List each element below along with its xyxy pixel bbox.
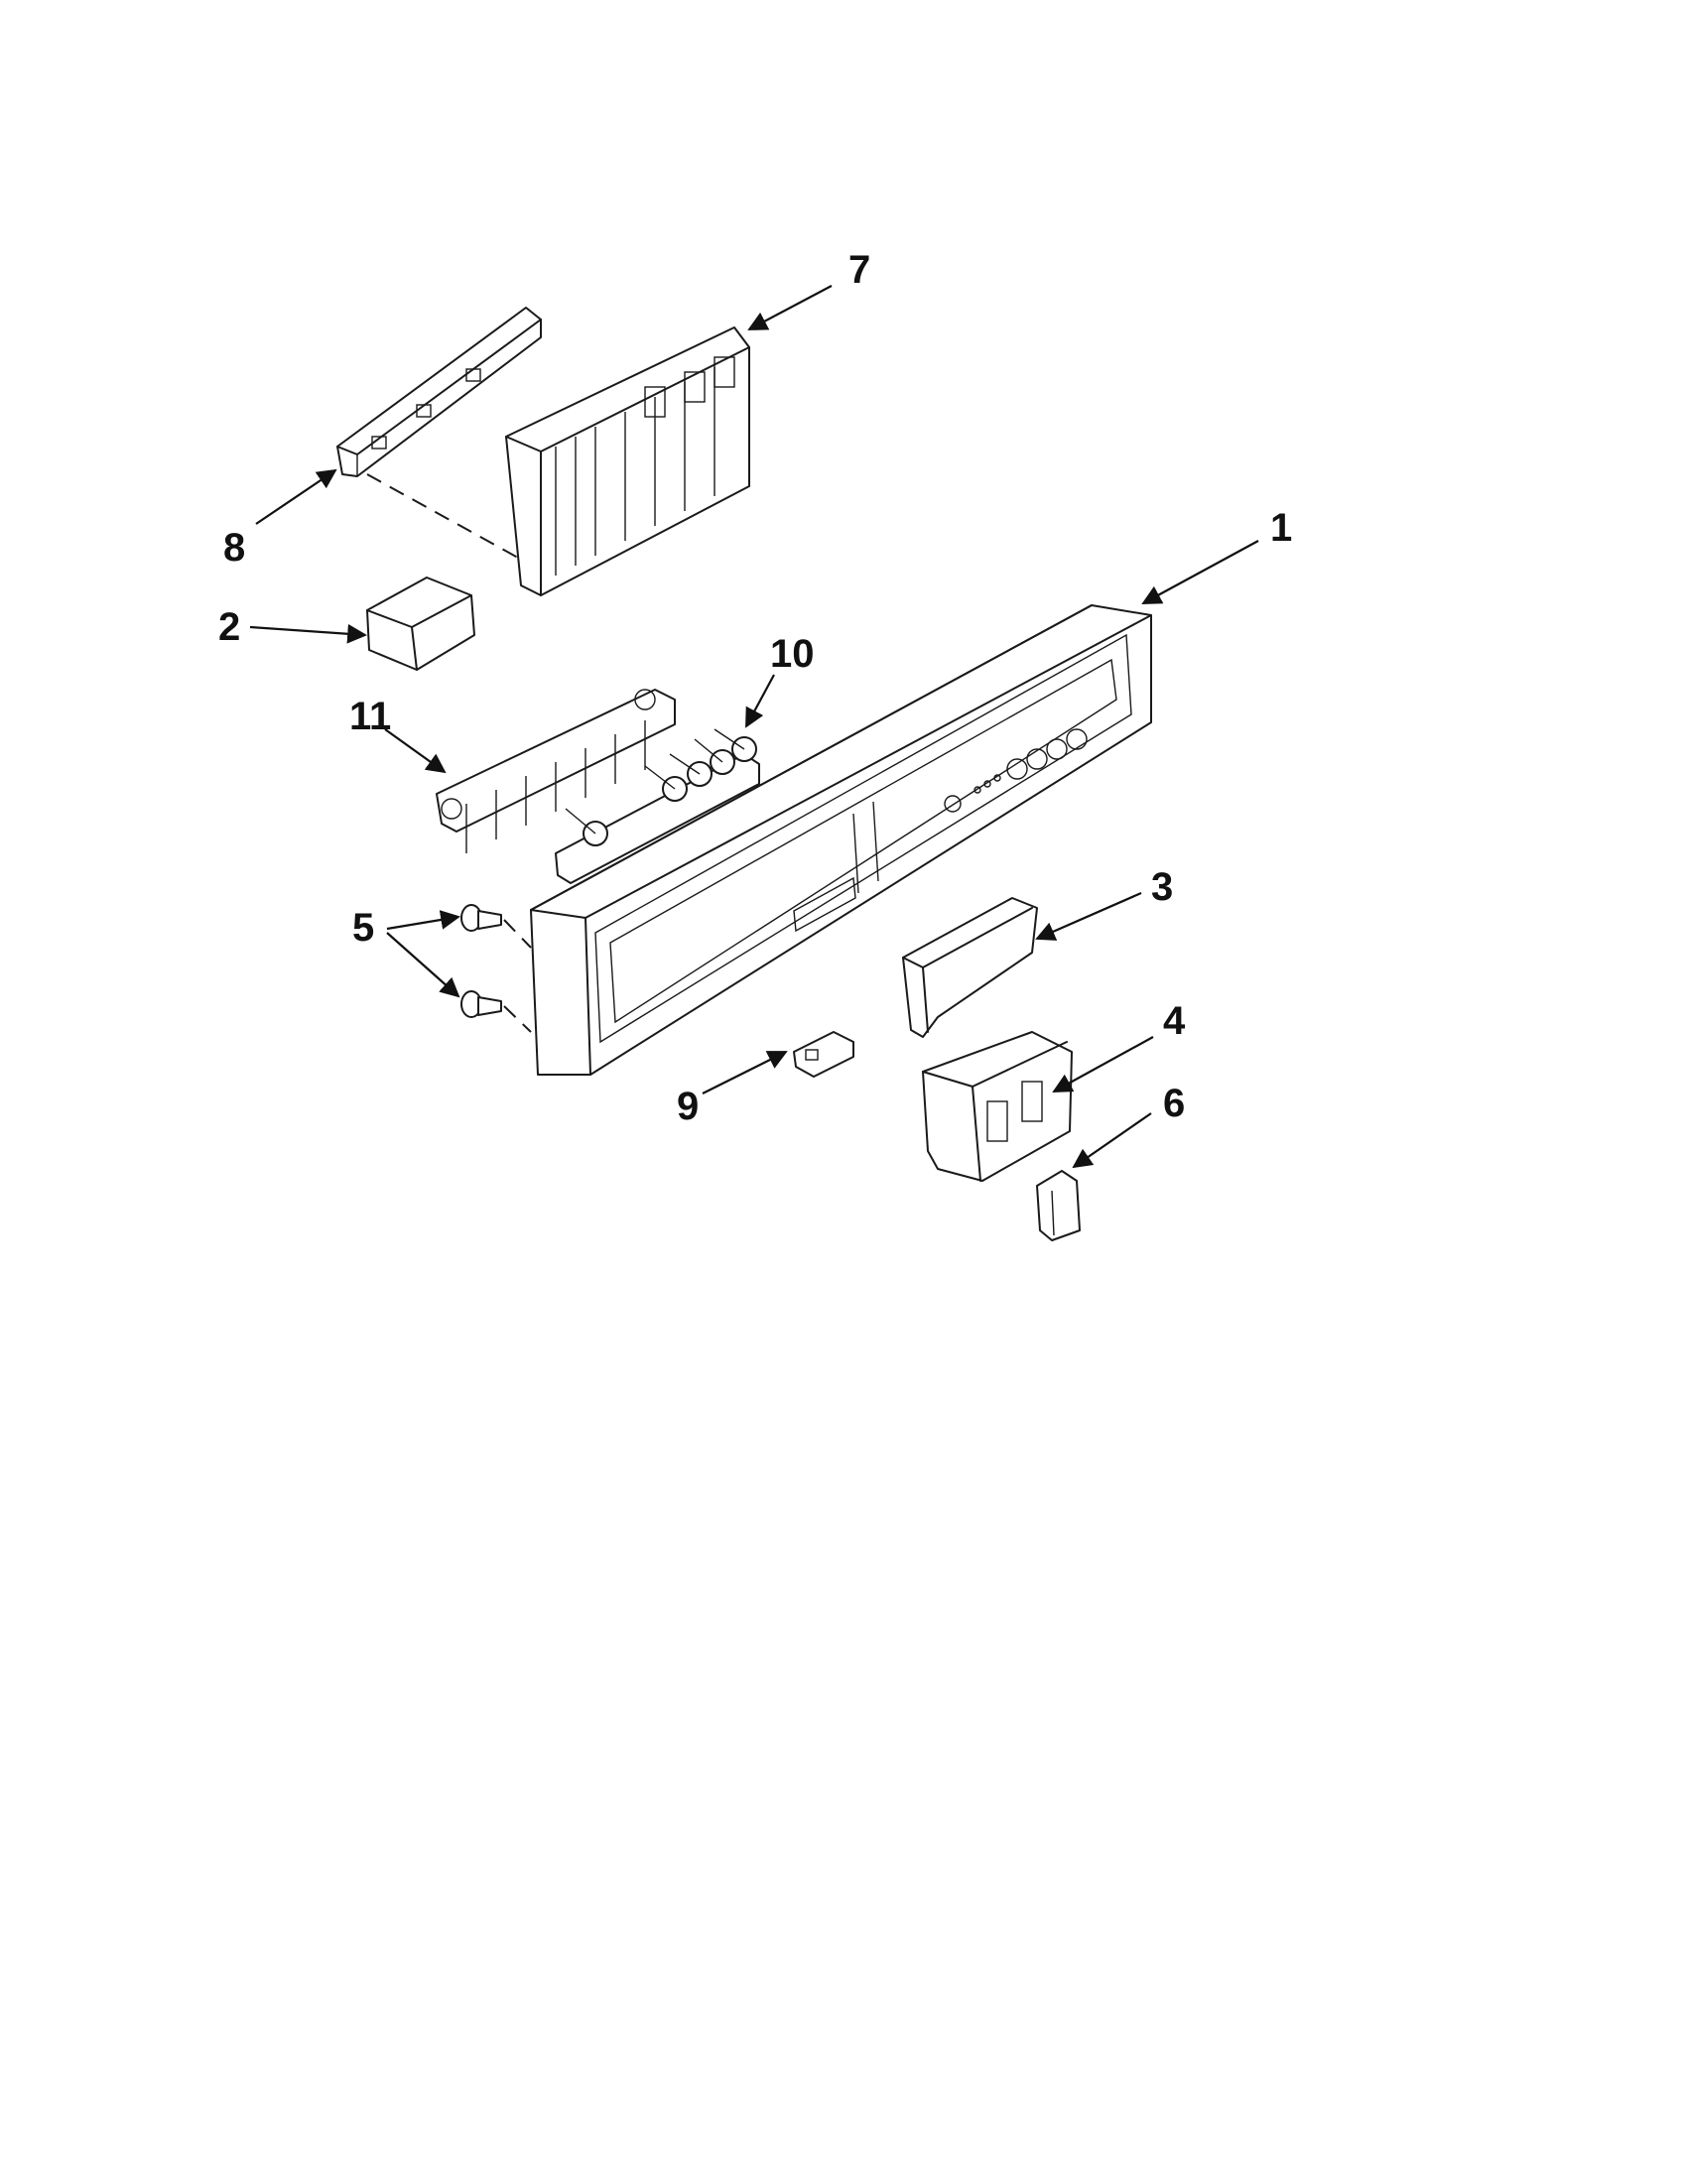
leader-3 xyxy=(1035,891,1142,941)
callout-10: 10 xyxy=(770,632,815,676)
leader-7 xyxy=(747,285,833,330)
callout-6: 6 xyxy=(1163,1082,1185,1125)
leader-11 xyxy=(384,728,447,774)
part-11-actuator-rail xyxy=(436,689,676,853)
callout-11: 11 xyxy=(349,695,391,738)
callout-5: 5 xyxy=(352,906,374,950)
part-5-screws xyxy=(460,904,532,1033)
part-6-strike xyxy=(1036,1170,1081,1241)
part-7-control-board xyxy=(505,326,750,596)
leader-2 xyxy=(249,623,367,644)
panel-buttons xyxy=(944,728,1088,813)
leader-1 xyxy=(1141,540,1259,604)
callout-2: 2 xyxy=(218,605,240,649)
leader-6 xyxy=(1072,1112,1152,1169)
part-8-connector-strip xyxy=(336,307,542,477)
part-3-handle-bracket xyxy=(902,897,1038,1038)
part-2-bracket xyxy=(366,577,475,671)
leader-lines xyxy=(249,285,1259,1169)
screw-upper xyxy=(460,904,502,932)
assembly-line-8-7 xyxy=(366,473,519,559)
callout-labels: 1 2 3 4 5 6 7 8 9 10 11 xyxy=(218,248,1292,1128)
part-1-console-panel xyxy=(530,604,1152,1076)
callout-8: 8 xyxy=(223,526,245,570)
part-9-switch xyxy=(793,1031,854,1078)
screw-lower xyxy=(460,990,502,1018)
leader-5b xyxy=(386,932,460,998)
leader-10 xyxy=(745,674,775,728)
callout-7: 7 xyxy=(848,248,870,292)
callout-9: 9 xyxy=(677,1085,699,1128)
callout-3: 3 xyxy=(1151,865,1173,909)
leader-8 xyxy=(255,468,337,525)
part-10-push-buttons xyxy=(555,728,760,884)
callout-4: 4 xyxy=(1163,999,1186,1043)
leader-4 xyxy=(1052,1036,1154,1092)
leader-5a xyxy=(386,910,460,931)
callout-1: 1 xyxy=(1270,506,1292,550)
part-4-latch xyxy=(922,1031,1073,1182)
leader-9 xyxy=(702,1051,788,1094)
